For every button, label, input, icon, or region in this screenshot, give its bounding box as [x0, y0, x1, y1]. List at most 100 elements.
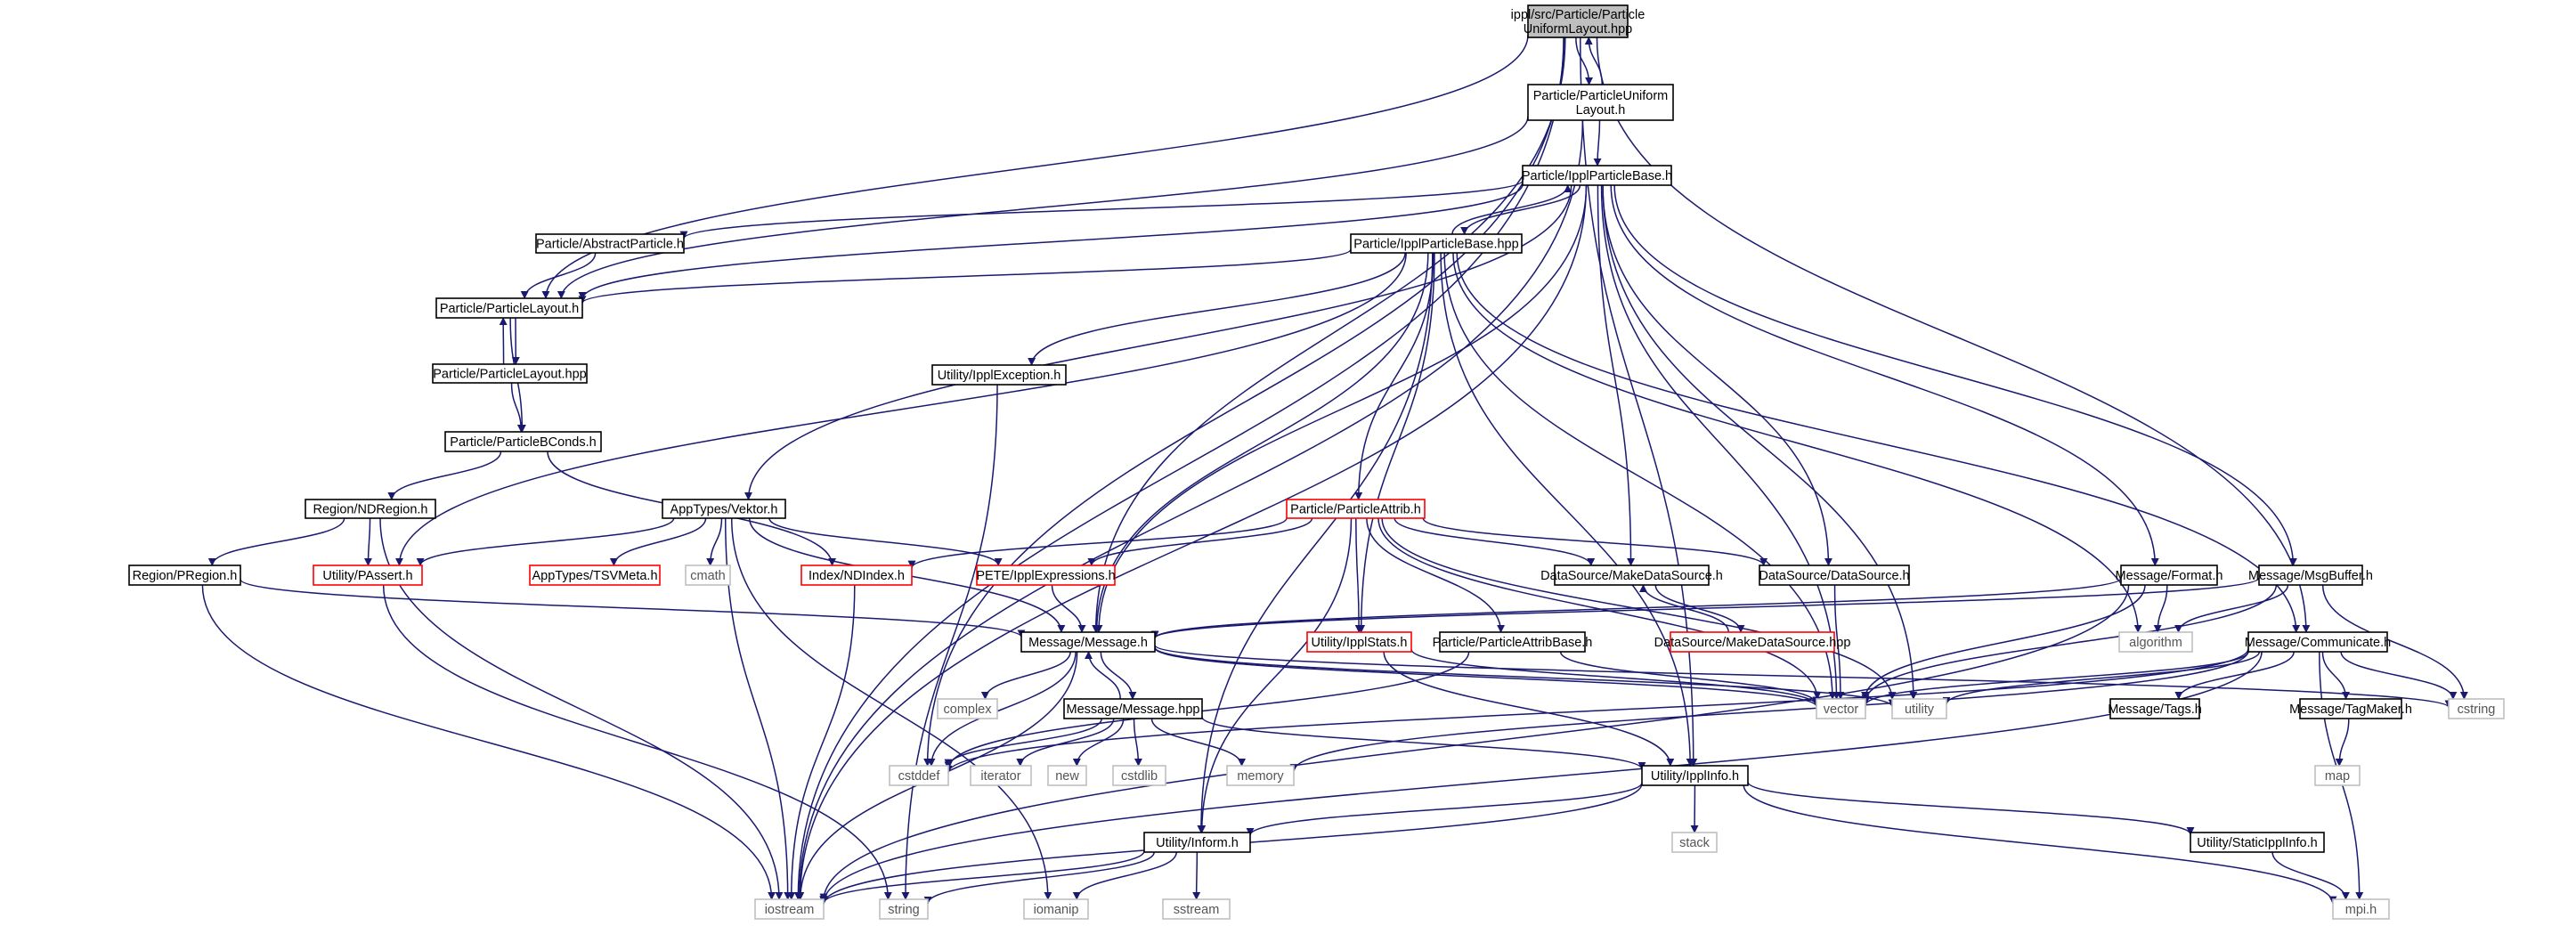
node-box-utility	[1891, 698, 1947, 719]
edge-message_h-to-message_hpp	[1100, 651, 1137, 700]
node-label: Utility/StaticIpplInfo.h	[2197, 836, 2317, 850]
edge-ippb_h-to-utility	[1602, 184, 1918, 700]
node-label: Index/NDIndex.h	[809, 569, 905, 583]
node-pab[interactable]: Particle/ParticleAttribBase.h	[1433, 631, 1593, 653]
node-box-tags	[2109, 698, 2200, 719]
node-box-ippb_h	[1522, 165, 1672, 186]
node-new[interactable]: new	[1047, 765, 1087, 786]
node-box-plhpp	[432, 363, 588, 384]
edge-root-to-plh	[541, 35, 1529, 299]
node-box-ndregion	[305, 499, 436, 519]
node-box-new	[1047, 765, 1087, 786]
node-label: Utility/IpplException.h	[938, 369, 1061, 383]
node-pbc[interactable]: Particle/ParticleBConds.h	[444, 431, 602, 452]
edge-pul_h-to-root	[1584, 37, 1603, 85]
edge-inform-to-sstream	[1192, 851, 1201, 900]
edge-ippb_hpp-to-exc	[1028, 252, 1406, 366]
node-inform[interactable]: Utility/Inform.h	[1143, 832, 1251, 853]
node-root[interactable]: ippl/src/Particle/ParticleUniformLayout.…	[1511, 4, 1646, 38]
node-string[interactable]: string	[879, 898, 929, 920]
edge-ndindex-to-iostream	[787, 584, 856, 900]
node-cmath[interactable]: cmath	[685, 565, 731, 586]
node-iostream[interactable]: iostream	[754, 898, 825, 920]
node-msgbuf[interactable]: Message/MsgBuffer.h	[2248, 565, 2373, 586]
edge-format-to-message_h	[1150, 577, 2122, 639]
edge-ippb_hpp-to-passert	[394, 252, 1407, 566]
node-ippb_h[interactable]: Particle/IpplParticleBase.h	[1522, 165, 1672, 186]
node-box-msgbuf	[2258, 565, 2363, 586]
node-stack[interactable]: stack	[1671, 832, 1718, 853]
edge-message_hpp-to-message_h	[1085, 651, 1121, 700]
node-message_h[interactable]: Message/Message.h	[1020, 631, 1156, 653]
node-abstract[interactable]: Particle/AbstractParticle.h	[535, 233, 685, 254]
node-label: cmath	[690, 569, 726, 583]
node-algorithm[interactable]: algorithm	[2118, 631, 2193, 653]
node-iterator[interactable]: iterator	[970, 765, 1032, 786]
node-utility[interactable]: utility	[1891, 698, 1947, 719]
node-label: Message/Communicate.h	[2245, 636, 2391, 650]
node-ds_h[interactable]: DataSource/DataSource.h	[1759, 565, 1910, 586]
node-label: string	[888, 903, 919, 917]
edge-abstract-to-plh	[520, 252, 597, 299]
edge-ippb_h-to-abstract	[679, 180, 1524, 240]
node-ndregion[interactable]: Region/NDRegion.h	[305, 499, 436, 519]
node-ipplstats[interactable]: Utility/IpplStats.h	[1306, 631, 1412, 653]
node-plh[interactable]: Particle/ParticleLayout.h	[435, 297, 583, 319]
node-passert[interactable]: Utility/PAssert.h	[313, 565, 423, 586]
node-label: vector	[1824, 703, 1859, 717]
node-pregion[interactable]: Region/PRegion.h	[128, 565, 241, 586]
node-complex[interactable]: complex	[937, 698, 998, 719]
node-label: stack	[1679, 836, 1711, 850]
node-box-iomanip	[1023, 898, 1089, 920]
node-label: Region/PRegion.h	[133, 569, 238, 583]
node-label: Layout.h	[1576, 103, 1626, 118]
edge-inform-to-string	[923, 851, 1155, 905]
edge-pregion-to-iostream	[201, 584, 776, 900]
node-ippb_hpp[interactable]: Particle/IpplParticleBase.hpp	[1350, 233, 1523, 254]
header-nodes: ippl/src/Particle/ParticleUniformLayout.…	[128, 4, 2505, 920]
edge-staticippl-to-mpi	[2271, 851, 2350, 900]
edge-message_hpp-to-memory	[1150, 718, 1246, 767]
node-format[interactable]: Message/Format.h	[2116, 565, 2223, 586]
node-cstring[interactable]: cstring	[2448, 698, 2505, 719]
edge-ipplinfo-to-mpi	[1743, 784, 2337, 905]
edge-ippb_h-to-plh	[578, 184, 1524, 300]
node-cstddef[interactable]: cstddef	[889, 765, 949, 786]
node-map[interactable]: map	[2314, 765, 2361, 786]
node-pete[interactable]: PETE/IpplExpressions.h	[976, 565, 1116, 586]
node-box-pab	[1439, 631, 1586, 653]
node-plhpp[interactable]: Particle/ParticleLayout.hpp	[432, 363, 588, 384]
node-mds_h[interactable]: DataSource/MakeDataSource.h	[1540, 565, 1723, 586]
node-tags[interactable]: Message/Tags.h	[2108, 698, 2202, 719]
node-vector[interactable]: vector	[1816, 698, 1866, 719]
node-vektor[interactable]: AppTypes/Vektor.h	[662, 499, 786, 519]
edge-communicate-to-utility	[1942, 651, 2261, 705]
edge-communicate-to-tagmaker	[2321, 651, 2351, 700]
node-label: Particle/IpplParticleBase.h	[1522, 169, 1672, 183]
node-ipplinfo[interactable]: Utility/IpplInfo.h	[1641, 765, 1749, 786]
edge-ippb_h-to-ds_h	[1602, 184, 1832, 566]
node-iomanip[interactable]: iomanip	[1023, 898, 1089, 920]
node-message_hpp[interactable]: Message/Message.hpp	[1063, 698, 1203, 719]
node-memory[interactable]: memory	[1226, 765, 1295, 786]
node-mds_hpp[interactable]: DataSource/MakeDataSource.hpp	[1654, 631, 1851, 653]
node-pattrib[interactable]: Particle/ParticleAttrib.h	[1286, 499, 1426, 519]
node-label: iostream	[765, 903, 815, 917]
node-exc[interactable]: Utility/IpplException.h	[931, 364, 1067, 386]
node-communicate[interactable]: Message/Communicate.h	[2245, 631, 2391, 653]
node-sstream[interactable]: sstream	[1162, 898, 1231, 920]
node-staticippl[interactable]: Utility/StaticIpplInfo.h	[2190, 832, 2325, 853]
node-label: Particle/IpplParticleBase.hpp	[1353, 238, 1518, 252]
node-label: algorithm	[2129, 636, 2182, 650]
node-tagmaker[interactable]: Message/TagMaker.h	[2289, 698, 2412, 719]
node-cstdlib[interactable]: cstdlib	[1112, 765, 1166, 786]
node-label: ippl/src/Particle/Particle	[1511, 8, 1646, 22]
node-mpi[interactable]: mpi.h	[2332, 898, 2390, 920]
edge-pab-to-vector	[1559, 651, 1821, 705]
node-label: new	[1055, 769, 1079, 784]
node-ndindex[interactable]: Index/NDIndex.h	[800, 565, 913, 586]
edge-ippb_hpp-to-vector	[1443, 252, 1837, 700]
node-tsvmeta[interactable]: AppTypes/TSVMeta.h	[529, 565, 661, 586]
